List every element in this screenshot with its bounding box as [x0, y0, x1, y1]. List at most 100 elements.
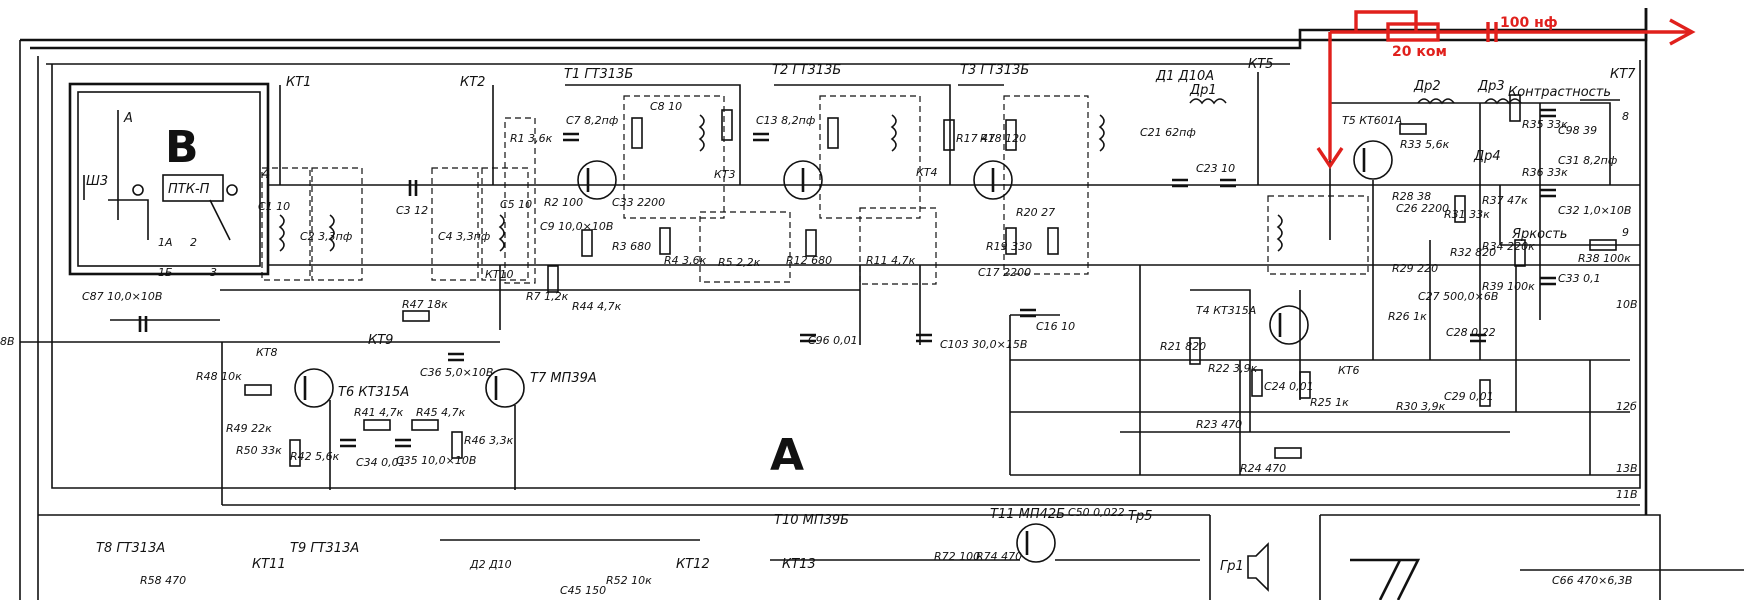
- component-label: R29 220: [1392, 262, 1438, 275]
- component-label: С103 30,0×15В: [940, 338, 1027, 351]
- component-label: R30 3,9к: [1396, 400, 1446, 413]
- pin-label: 12б: [1616, 400, 1637, 413]
- transistor-label: Т10 МП39Б: [774, 513, 849, 528]
- component-label: R18 120: [980, 132, 1026, 145]
- capacitor-symbols: [138, 108, 1556, 448]
- component-label: R11 4,7к: [866, 254, 916, 267]
- component-label: R34 220к: [1482, 240, 1535, 253]
- shield-boxes: [261, 95, 1369, 285]
- brightness-label: Яркость: [1511, 227, 1567, 242]
- component-label: С34 0,01: [356, 456, 406, 469]
- component-label: R26 1к: [1388, 310, 1427, 323]
- transistor-label: Т4 КТ315А: [1196, 304, 1256, 317]
- component-label: R20 27: [1016, 206, 1055, 219]
- transistor-label: Т1 ГТ313Б: [564, 67, 633, 82]
- component-label: С27 500,0×6В: [1418, 290, 1498, 303]
- component-label: R35 33к: [1522, 118, 1568, 131]
- pin-label: 9: [1622, 226, 1629, 239]
- component-label: R12 680: [786, 254, 832, 267]
- pin-label: 8: [1622, 110, 1629, 123]
- test-point-label: КТ5: [1248, 57, 1273, 72]
- component-label: R46 3,3к: [464, 434, 514, 447]
- component-label: R33 5,6к: [1400, 138, 1450, 151]
- pin-label: 2: [190, 236, 197, 249]
- component-label: R45 4,7к: [416, 406, 466, 419]
- test-point-label: КТ13: [782, 557, 816, 572]
- component-label: R50 33к: [236, 444, 282, 457]
- component-label: R21 820: [1160, 340, 1206, 353]
- component-label: С26 2200: [1396, 202, 1449, 215]
- transformer-label: Тр5: [1128, 509, 1152, 524]
- bus-lines: [20, 184, 1640, 506]
- choke-label: Др2: [1413, 79, 1441, 94]
- component-label: R5 2,2к: [718, 256, 761, 269]
- pin-label: 4: [262, 167, 270, 182]
- pin-label: 11В: [1616, 488, 1638, 501]
- component-label: С17 2200: [978, 266, 1031, 279]
- component-label: С24 0,01: [1264, 380, 1314, 393]
- pin-label: 13В: [1616, 462, 1638, 475]
- component-label: С7 8,2пф: [566, 114, 618, 127]
- resistor-symbols: [244, 94, 1617, 467]
- test-point-label: КТ9: [368, 333, 393, 348]
- transistor-label: Т6 КТ315А: [338, 385, 409, 400]
- component-label: С45 150: [560, 584, 606, 597]
- component-label: R25 1к: [1310, 396, 1349, 409]
- test-point-label: КТ2: [460, 75, 485, 90]
- component-label: С87 10,0×10В: [82, 290, 162, 303]
- test-point-label: КТ4: [916, 166, 938, 179]
- test-point-label: КТ1: [286, 75, 311, 90]
- component-label: С50 0,022: [1068, 506, 1125, 519]
- annotation-resistor-label: 20 ком: [1392, 44, 1447, 60]
- transistor-label: Т5 КТ601А: [1342, 114, 1402, 127]
- component-label: R38 100к: [1578, 252, 1631, 265]
- component-label: С98 39: [1558, 124, 1597, 137]
- component-label: С16 10: [1036, 320, 1075, 333]
- component-label: R3 680: [612, 240, 651, 253]
- choke-label: Др4: [1473, 149, 1501, 164]
- component-label: С31 8,2пф: [1558, 154, 1617, 167]
- label-layer: КТ1 КТ2 КТ3 КТ4 КТ5 КТ6 КТ7 КТ8 КТ9 КТ10…: [0, 57, 1638, 597]
- component-label: R19 330: [986, 240, 1032, 253]
- test-point-label: КТ10: [485, 268, 514, 281]
- component-label: С4 3,3пф: [438, 230, 490, 243]
- coil-symbols: [278, 98, 1522, 252]
- component-label: С32 1,0×10В: [1558, 204, 1631, 217]
- pin-label: 10В: [1616, 298, 1638, 311]
- component-label: С66 470×6,3В: [1552, 574, 1632, 587]
- component-label: С8 10: [650, 100, 682, 113]
- component-label: С21 62пф: [1140, 126, 1196, 139]
- component-label: С1 10: [258, 200, 290, 213]
- component-label: R49 22к: [226, 422, 272, 435]
- component-label: R58 470: [140, 574, 186, 587]
- component-label: С29 0,01: [1444, 390, 1494, 403]
- transistor-label: Т3 ГТ313Б: [960, 63, 1029, 78]
- module-label: ПТК-П: [168, 182, 210, 197]
- pin-label: 8В: [0, 335, 15, 348]
- antenna-label: А: [123, 111, 133, 126]
- transistor-symbols: [294, 140, 1393, 563]
- diode-label: Д1 Д10А: [1155, 69, 1214, 84]
- component-label: R4 3,6к: [664, 254, 707, 267]
- component-label: С3 12: [396, 204, 428, 217]
- component-label: С23 10: [1196, 162, 1235, 175]
- component-label: R44 4,7к: [572, 300, 622, 313]
- block-a-label: A: [770, 430, 804, 481]
- transistor-label: Т7 МП39А: [530, 371, 597, 386]
- pin-label: 1А: [158, 236, 173, 249]
- component-label: С9 10,0×10В: [540, 220, 613, 233]
- component-label: С33 2200: [612, 196, 665, 209]
- test-point-label: КТ12: [676, 557, 710, 572]
- transistor-label: Т9 ГТ313А: [290, 541, 359, 556]
- diode-label: Д2 Д10: [469, 558, 512, 571]
- pin-label: 1Б: [158, 266, 173, 279]
- component-label: R36 33к: [1522, 166, 1568, 179]
- contrast-label: Контрастность: [1508, 85, 1611, 100]
- transistor-label: Т11 МП42Б: [990, 507, 1065, 522]
- component-label: R17 47: [956, 132, 995, 145]
- pin-label: 3: [210, 266, 217, 279]
- component-label: С13 8,2пф: [756, 114, 815, 127]
- block-b: ПТК-П В Ш3 А: [68, 82, 270, 276]
- component-label: С96 0,01: [808, 334, 858, 347]
- speaker-icon: [1247, 542, 1269, 592]
